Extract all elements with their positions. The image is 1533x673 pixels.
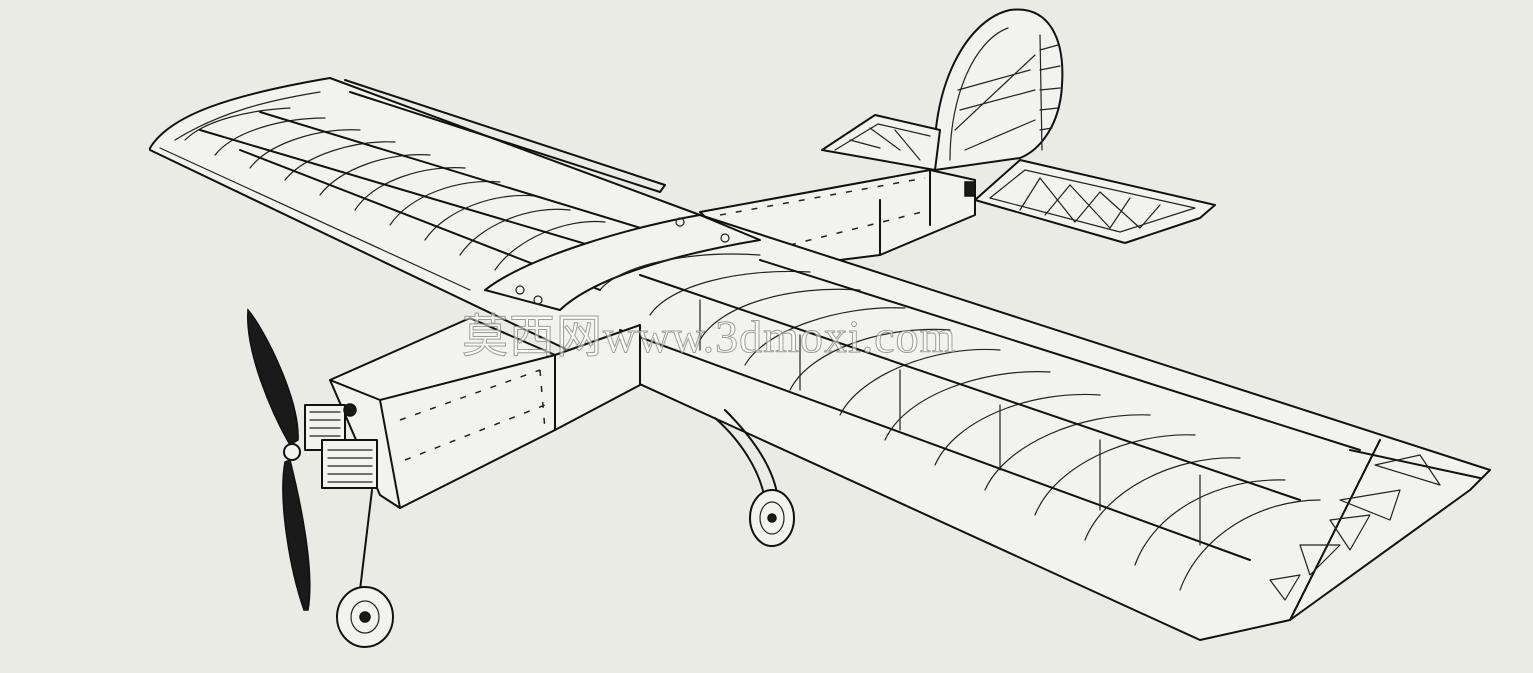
forward-fuselage: [329, 317, 641, 509]
engine: [304, 403, 378, 489]
main-landing-gear: [714, 409, 795, 547]
nose-landing-gear: [336, 489, 394, 648]
horizontal-stabilizer: [821, 114, 1216, 244]
left-wing-ribs: [184, 107, 681, 291]
right-wing-ribs: [599, 253, 1361, 591]
wing-center-section: [484, 214, 761, 311]
propeller: [247, 308, 311, 611]
wingtip-truss: [1269, 439, 1481, 621]
vertical-fin: [933, 8, 1064, 171]
